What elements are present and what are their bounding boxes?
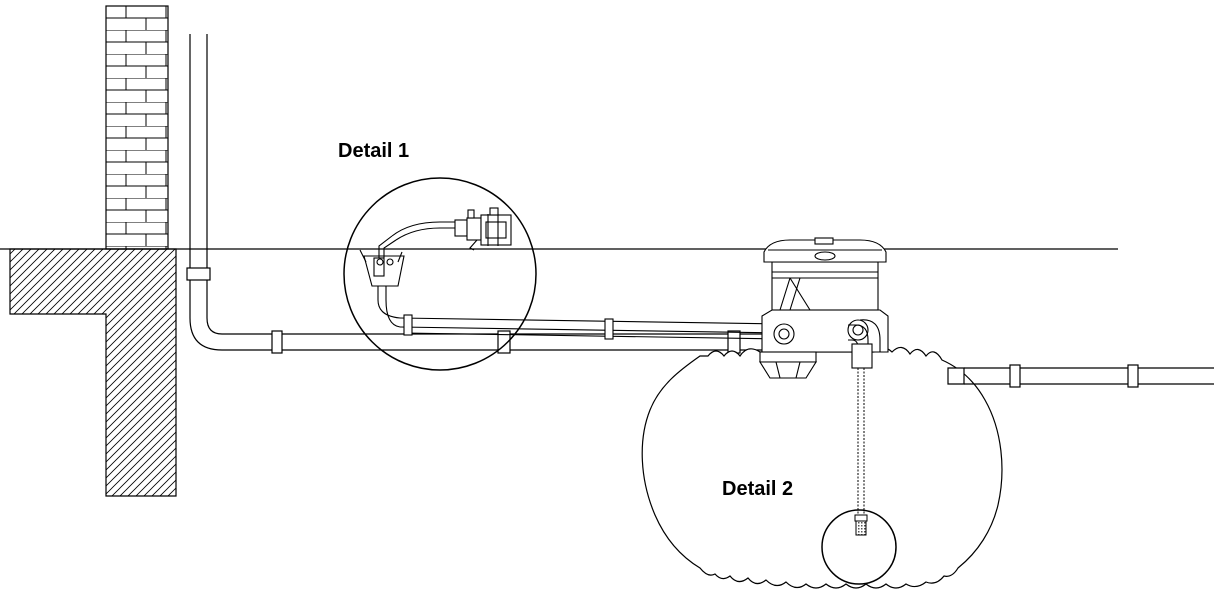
foundation-hatched (9, 248, 177, 497)
floating-filter (854, 514, 868, 536)
tank-dome (761, 237, 889, 353)
tank-elbow (847, 319, 881, 369)
tank-body (641, 346, 1003, 589)
detail-2-circle (821, 509, 897, 585)
downpipe (186, 34, 223, 351)
detail-1-circle (343, 177, 537, 371)
detail-1-label: Detail 1 (338, 140, 410, 162)
inlet-filter (759, 323, 817, 379)
brick-wall (105, 5, 169, 250)
detail-2-label: Detail 2 (722, 478, 794, 500)
overflow-pipe (947, 364, 1214, 388)
pump-unit (359, 207, 512, 287)
suction-hose (857, 368, 865, 515)
inlet-pipe (222, 330, 766, 354)
